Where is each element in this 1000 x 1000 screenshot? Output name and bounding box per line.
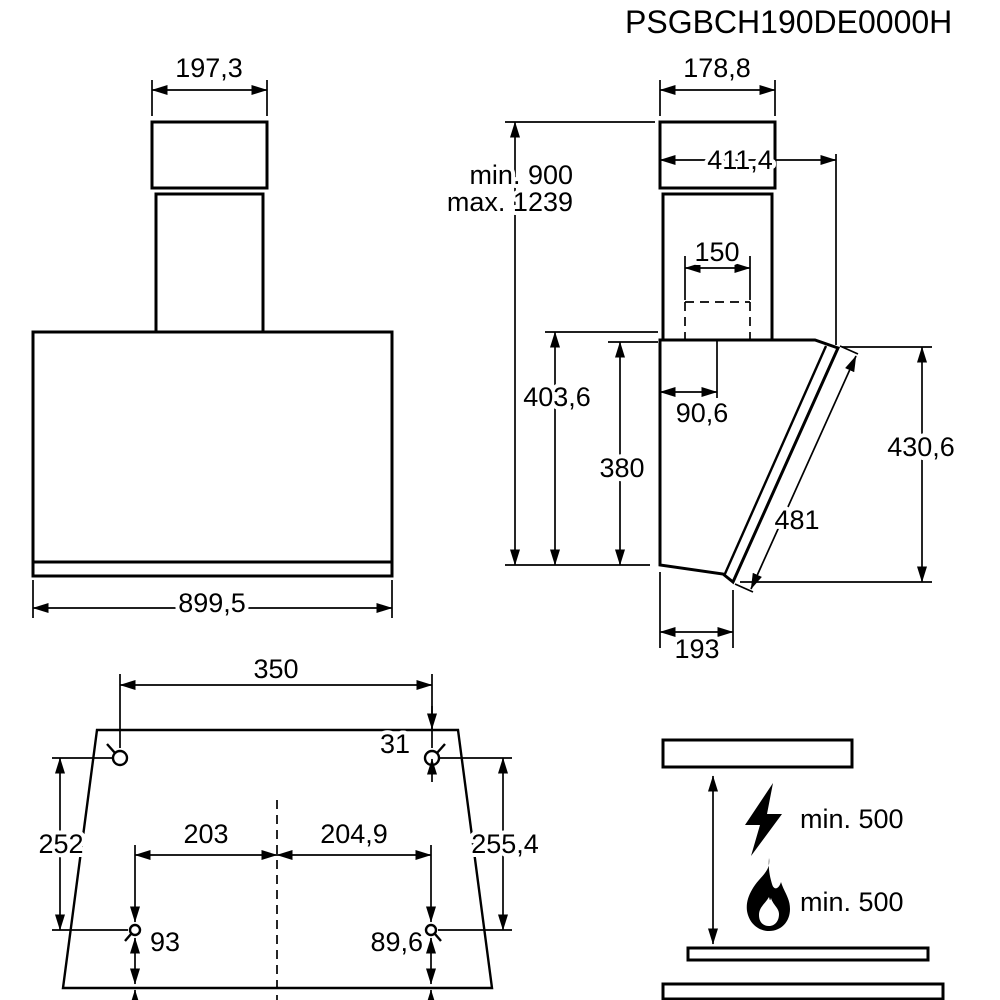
dim-label-top-width: 178,8 xyxy=(683,53,751,83)
dim-bottom-depth: 193 xyxy=(659,572,734,668)
dim-lower-right-edge: 89,6 xyxy=(366,923,436,1000)
dim-label-lower-right-edge: 89,6 xyxy=(370,927,423,957)
extension-line xyxy=(734,583,754,593)
mounting-template-view: 350 31 252 255,4 203 204,9 xyxy=(34,650,543,1000)
dim-top-hole-edge-offset: 31 xyxy=(376,706,437,782)
mounting-hole-top-right xyxy=(423,743,446,767)
template-outline xyxy=(61,728,494,990)
dim-label-height-max: max. 1239 xyxy=(447,187,573,217)
dim-label-left-hole-drop: 252 xyxy=(38,829,83,859)
clearance-view: min. 500 min. 500 xyxy=(661,738,945,1000)
dim-lower-left-offset: 203 xyxy=(130,815,278,923)
flame-icon xyxy=(746,858,790,931)
mounting-hole-bottom-right xyxy=(424,923,442,942)
dim-label-front-panel-length: 481 xyxy=(774,505,819,535)
side-view: 178,8 411,4 min. 900 max. 1239 150 90,6 xyxy=(443,49,959,668)
dim-rear-height: 380 xyxy=(595,341,658,566)
dim-overall-height: min. 900 max. 1239 xyxy=(443,121,655,566)
hood-body-outline xyxy=(31,330,394,578)
cooktop-surface xyxy=(686,946,930,962)
dim-lower-right-offset: 204,9 xyxy=(276,815,436,923)
dim-top-holes-spacing: 350 xyxy=(119,650,433,748)
glass-panel-inner-line xyxy=(722,345,828,577)
dim-rear-height-upper: 403,6 xyxy=(519,331,658,566)
dim-label-rear-height: 380 xyxy=(599,453,644,483)
hood-bottom-bar xyxy=(661,738,854,769)
dim-top-width: 178,8 xyxy=(659,49,776,116)
mounting-hole-top-left xyxy=(106,743,129,767)
dim-label-rear-height-upper: 403,6 xyxy=(523,382,591,412)
dim-label-lower-left-edge: 93 xyxy=(150,927,180,957)
dimension-line xyxy=(750,355,857,590)
dim-duct-center-offset: 90,6 xyxy=(659,387,732,432)
dim-label-front-panel-height: 430,6 xyxy=(887,432,955,462)
extension-line xyxy=(839,345,859,355)
hood-side-outline xyxy=(658,338,841,585)
dim-total-depth: 411,4 xyxy=(659,141,837,345)
dim-label-lower-right-offset: 204,9 xyxy=(320,819,388,849)
dim-right-hole-drop: 255,4 xyxy=(438,757,543,931)
dim-chimney-width: 197,3 xyxy=(151,49,268,116)
dim-duct-width: 150 xyxy=(684,233,751,300)
dim-lower-left-edge: 93 xyxy=(130,923,184,1000)
dim-front-panel-length: 481 xyxy=(734,345,859,593)
dim-label-chimney-width: 197,3 xyxy=(175,53,243,83)
product-code: PSGBCH190DE0000H xyxy=(625,4,952,40)
dim-body-width: 899,5 xyxy=(32,580,393,622)
dim-label-duct-center-offset: 90,6 xyxy=(676,398,729,428)
chimney-upper-outline xyxy=(150,120,269,190)
dim-label-duct-width: 150 xyxy=(694,237,739,267)
dim-label-lower-left-offset: 203 xyxy=(183,819,228,849)
lightning-icon xyxy=(745,783,782,856)
dim-label-top-holes-spacing: 350 xyxy=(253,654,298,684)
dim-label-bottom-depth: 193 xyxy=(674,634,719,664)
mounting-hole-bottom-left xyxy=(124,923,142,942)
cooktop-base xyxy=(661,982,945,1000)
front-view: 197,3 899,5 xyxy=(31,49,394,622)
clearance-label-gas: min. 500 xyxy=(800,887,904,917)
dim-label-top-hole-edge-offset: 31 xyxy=(380,729,410,759)
clearance-label-electric: min. 500 xyxy=(800,804,904,834)
dim-label-right-hole-drop: 255,4 xyxy=(471,829,539,859)
dim-label-total-depth: 411,4 xyxy=(707,145,773,175)
dim-left-hole-drop: 252 xyxy=(34,757,128,931)
dim-label-body-width: 899,5 xyxy=(178,588,246,618)
chimney-lower-outline xyxy=(661,192,774,342)
chimney-lower-outline xyxy=(154,192,265,334)
dim-label-height-min: min. 900 xyxy=(469,160,573,190)
